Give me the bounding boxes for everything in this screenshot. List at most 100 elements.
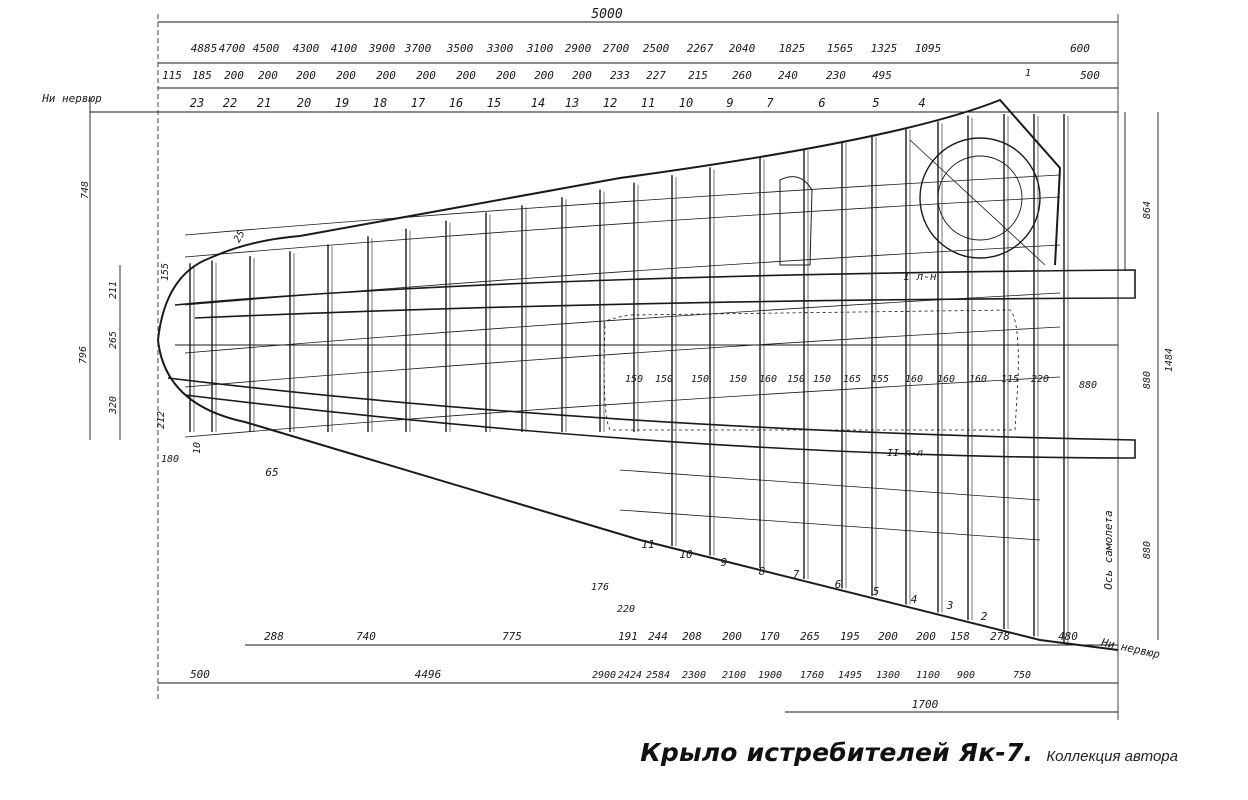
station-position-label: 4300 <box>293 42 320 55</box>
bottom-position-label: 1495 <box>838 670 862 681</box>
bottom-spacing-label: 158 <box>950 630 970 643</box>
right-dimension-label: 880 <box>1142 541 1153 559</box>
trailing-rib-number: 6 <box>835 578 842 591</box>
aileron-stringer <box>619 509 1041 541</box>
station-position-label: 1325 <box>871 42 898 55</box>
dimension-220-label: 220 <box>617 604 635 615</box>
rib-axis-annotation: Ни нервюр <box>41 92 102 105</box>
inner-spacing-label: 160 <box>969 374 987 385</box>
wing-stringer <box>184 326 1061 388</box>
left-dimension-label: 265 <box>108 331 119 349</box>
inner-spacing-label: 150 <box>691 374 709 385</box>
bottom-position-label: 1900 <box>758 670 782 681</box>
bottom-position-label: 1760 <box>800 670 824 681</box>
right-dimension-label: 864 <box>1142 201 1153 219</box>
wheel-leg-line <box>909 139 1046 266</box>
inner-spacing-label: 150 <box>655 374 673 385</box>
trailing-rib-number: 4 <box>911 593 918 606</box>
spacing-label: 200 <box>258 69 278 82</box>
bottom-position-label: 2900 <box>592 670 616 681</box>
spacing-label: 200 <box>336 69 356 82</box>
trailing-rib-number: 11 <box>641 538 654 551</box>
rib-axis-annotation: Ни нервюр <box>1099 636 1161 661</box>
spacing-label: 215 <box>688 69 708 82</box>
aileron-stringer <box>619 469 1041 501</box>
rib-number-label: 15 <box>487 96 501 110</box>
spacing-label: 115 <box>162 69 182 82</box>
station-position-label: 1095 <box>915 42 942 55</box>
bottom-position-label: 2584 <box>646 670 670 681</box>
left-dimension-label: 320 <box>108 396 119 415</box>
trailing-rib-number: 10 <box>679 548 693 561</box>
dimension-176-label: 176 <box>591 582 609 593</box>
bottom-position-label: 1100 <box>916 670 940 681</box>
rib-number-label: 7 <box>766 96 774 110</box>
rear-spar <box>167 377 1136 459</box>
aileron-dimension-label: 1700 <box>912 698 939 711</box>
wing-outline-upper <box>209 98 1062 266</box>
rib-number-label: 20 <box>297 96 311 110</box>
bottom-spacing-label: 244 <box>648 630 668 643</box>
station-position-label: 2040 <box>729 42 756 55</box>
caption-subtitle: Коллекция автора <box>1046 748 1178 765</box>
station-position-label: 3300 <box>486 42 514 55</box>
right-dimension-label: 880 <box>1079 380 1097 391</box>
inner-spacing-label: 115 <box>1001 374 1019 385</box>
rib-number-label: 23 <box>190 96 204 110</box>
rib-number-label: 10 <box>679 96 693 110</box>
left-dimension-label: 748 <box>80 181 91 199</box>
wing-stringer <box>184 174 1061 236</box>
trailing-rib-number: 8 <box>759 565 766 578</box>
rib-number-label: 14 <box>531 96 545 110</box>
spacing-label: 200 <box>224 69 244 82</box>
wing-stringer <box>184 244 1061 306</box>
station-position-label: 600 <box>1070 42 1090 55</box>
station-position-label: 3900 <box>368 42 396 55</box>
bottom-spacing-label: 265 <box>800 630 820 643</box>
station-position-label: 3500 <box>446 42 474 55</box>
spacing-label: 185 <box>192 69 212 82</box>
spacing-label: 500 <box>1080 69 1100 82</box>
inner-spacing-label: 165 <box>843 374 861 385</box>
bottom-spacing-label: 740 <box>356 630 376 643</box>
rib-number-label: 12 <box>603 96 617 110</box>
spacing-label: 200 <box>376 69 396 82</box>
left-dimension-label: 180 <box>161 454 179 465</box>
inner-panel-outline <box>603 309 1019 431</box>
spacing-label: 240 <box>778 69 798 82</box>
rib-number-label: 18 <box>373 96 387 110</box>
wheel-inner-circle <box>937 155 1023 241</box>
dimension-1-label: 1 <box>1025 68 1031 79</box>
rib-number-label: 22 <box>223 96 237 110</box>
right-dimension-label: 1484 <box>1164 348 1175 372</box>
bottom-position-label: 2300 <box>682 670 706 681</box>
wing-stringer <box>184 196 1061 258</box>
station-position-label: 1825 <box>779 42 806 55</box>
spacing-label: 227 <box>646 69 666 82</box>
spacing-label: 200 <box>572 69 592 82</box>
spacing-label: 200 <box>296 69 316 82</box>
spacing-label: 230 <box>826 69 846 82</box>
inner-spacing-label: 220 <box>1031 374 1049 385</box>
landing-gear-strut <box>779 176 813 266</box>
inner-spacing-label: 160 <box>937 374 955 385</box>
left-dimension-label: 10 <box>192 442 203 454</box>
rib-number-label: 17 <box>411 96 426 110</box>
inner-spacing-label: 160 <box>905 374 923 385</box>
rib-number-label: 6 <box>818 96 825 110</box>
spacing-label: 200 <box>456 69 476 82</box>
station-position-label: 4700 <box>219 42 246 55</box>
trailing-rib-number: 5 <box>873 585 880 598</box>
rib-number-label: 4 <box>918 96 925 110</box>
spacing-label: 260 <box>732 69 752 82</box>
wing-stringer <box>184 376 1061 438</box>
spacing-label: 233 <box>610 69 630 82</box>
wing-stringer <box>184 292 1061 354</box>
bottom-spacing-label: 208 <box>682 630 702 643</box>
bottom-spacing-label: 480 <box>1058 630 1078 643</box>
left-dimension-label: 65 <box>265 466 278 479</box>
bottom-overall-label: 4496 <box>415 668 442 681</box>
station-position-label: 4885 <box>191 42 218 55</box>
station-position-label: 2500 <box>643 42 670 55</box>
left-dimension-label: 212 <box>156 411 167 429</box>
